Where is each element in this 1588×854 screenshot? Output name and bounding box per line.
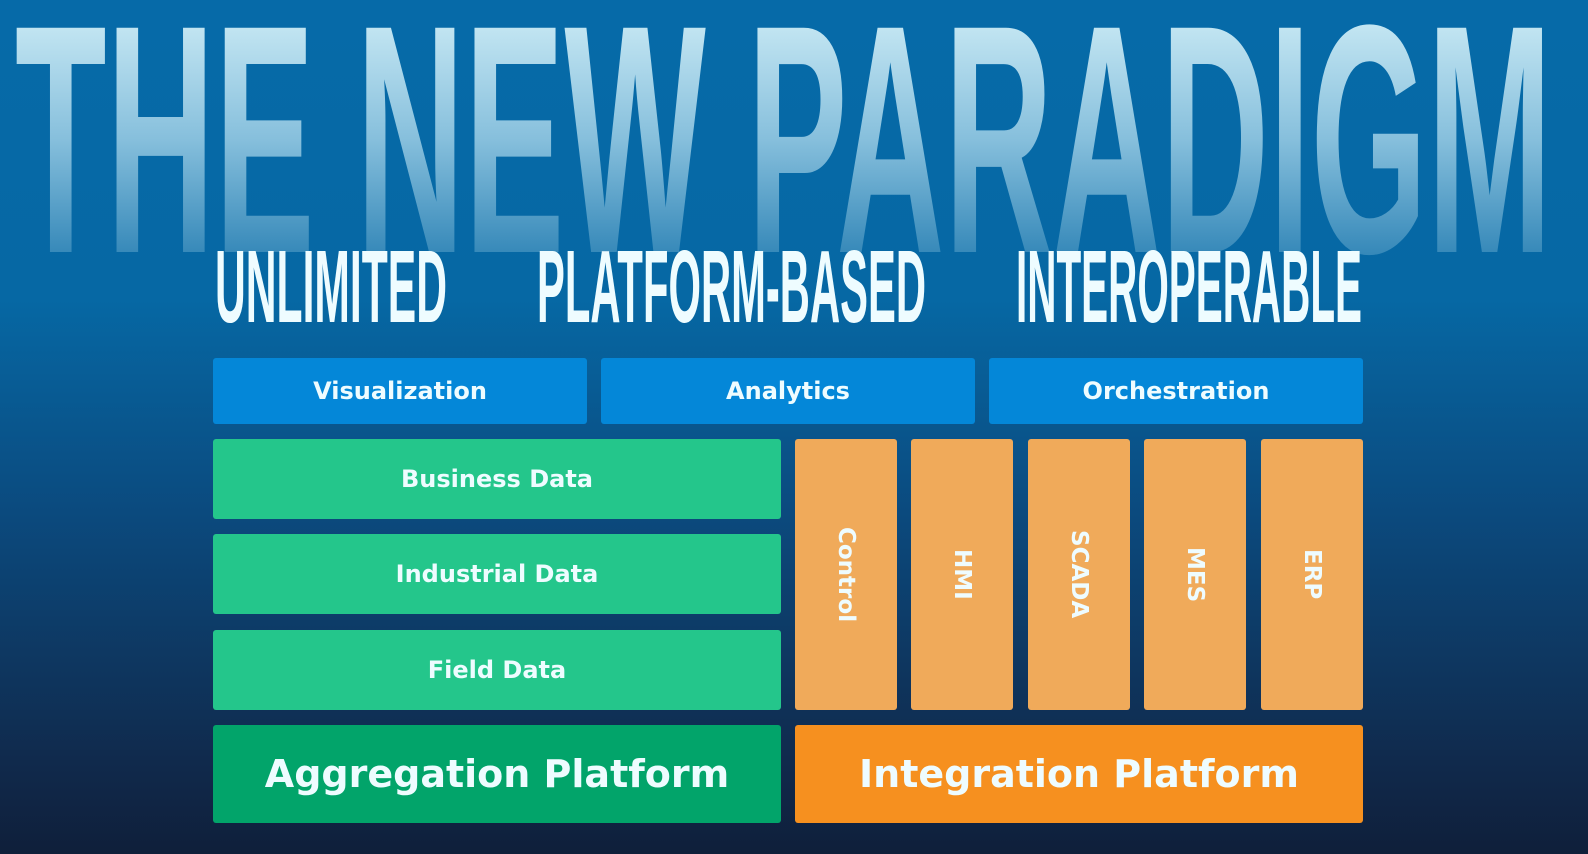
mes-label: MES [1182, 546, 1208, 603]
industrial-data-box: Industrial Data [213, 534, 781, 614]
scada-label: SCADA [1066, 530, 1092, 619]
analytics-box: Analytics [601, 358, 975, 424]
control-label: Control [833, 526, 859, 623]
pillar-interoperable: INTEROPERABLE [1016, 229, 1362, 340]
visualization-box: Visualization [213, 358, 587, 424]
hmi-label: HMI [949, 549, 975, 600]
field-data-box: Field Data [213, 630, 781, 710]
heading-graphic: THE NEW PARADIGM UNLIMITED PLATFORM-BASE… [15, 0, 1552, 340]
pillar-unlimited: UNLIMITED [215, 229, 447, 340]
mes-box: MES [1144, 439, 1246, 710]
aggregation-platform-box: Aggregation Platform [213, 725, 781, 823]
integration-platform-box: Integration Platform [795, 725, 1363, 823]
scada-box: SCADA [1028, 439, 1130, 710]
erp-box: ERP [1261, 439, 1363, 710]
main-title: THE NEW PARADIGM [15, 0, 1552, 322]
pillar-platform-based: PLATFORM-BASED [537, 229, 926, 340]
control-box: Control [795, 439, 897, 710]
business-data-box: Business Data [213, 439, 781, 519]
orchestration-box: Orchestration [989, 358, 1363, 424]
hmi-box: HMI [911, 439, 1013, 710]
erp-label: ERP [1299, 549, 1325, 600]
